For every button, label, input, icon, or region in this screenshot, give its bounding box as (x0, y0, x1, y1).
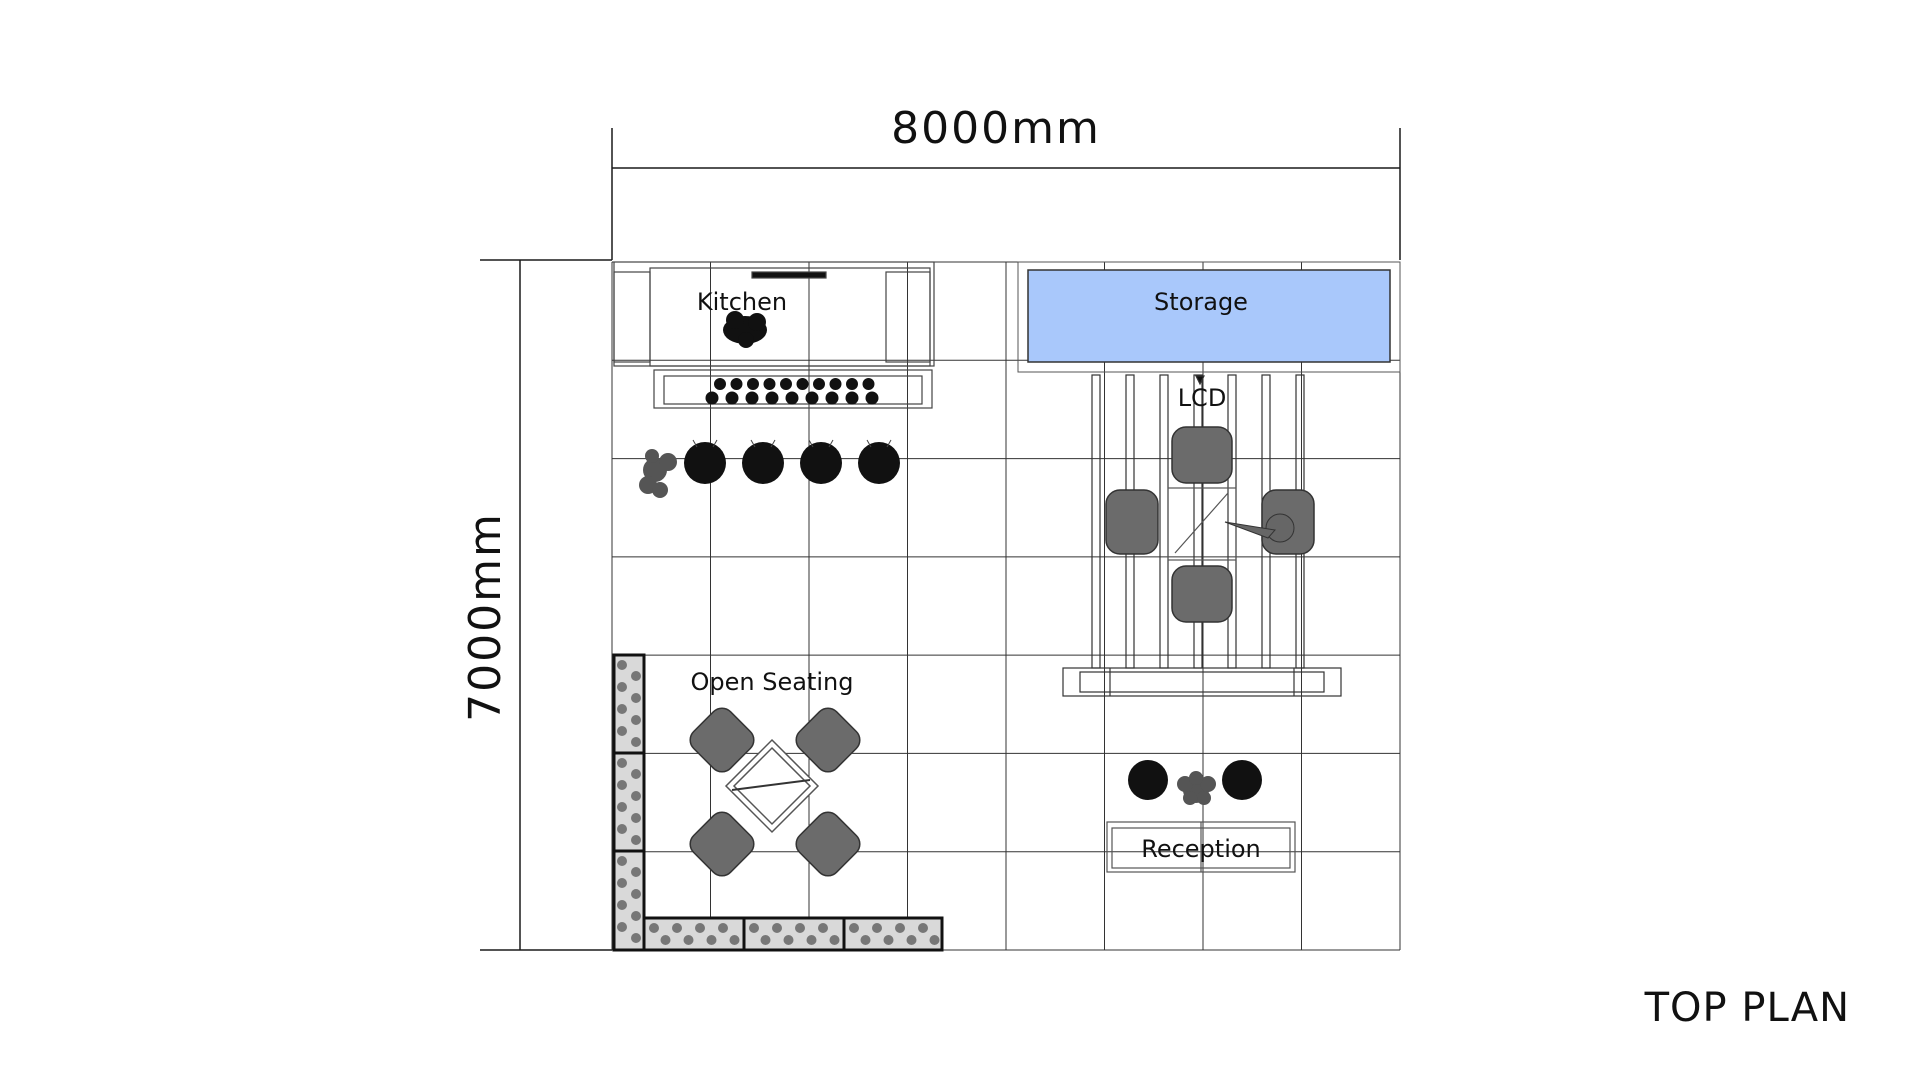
coffee-table (724, 738, 820, 834)
burner (805, 391, 819, 405)
lounge-chairs (689, 707, 861, 877)
lcd-post (1227, 374, 1237, 669)
reception-stools (1128, 760, 1262, 800)
lounge-chair (795, 707, 861, 773)
lounge-chair (689, 811, 755, 877)
burner (763, 378, 776, 390)
plant-icon-bar (639, 449, 677, 498)
burner (714, 378, 726, 390)
lcd-post (1193, 374, 1203, 669)
lcd-post (1159, 374, 1169, 669)
burner (813, 378, 825, 390)
bar-stool-leg (828, 439, 834, 448)
bar-stool-leg (770, 439, 776, 448)
room-label-storage: Storage (1154, 288, 1248, 316)
bar-stool-leg (866, 439, 872, 448)
burner (747, 378, 759, 390)
lcd-bench (1062, 667, 1342, 697)
kitchen-burners (705, 378, 879, 405)
meeting-chair (1171, 426, 1233, 484)
lcd-post (1091, 374, 1101, 669)
room-label-open-seating: Open Seating (691, 668, 854, 696)
plant-icon-reception (1177, 771, 1216, 805)
burner (785, 391, 799, 405)
planter-box (642, 916, 746, 952)
burner (829, 378, 842, 390)
planter-boxes (612, 653, 944, 952)
burner (796, 378, 809, 390)
burner (825, 391, 839, 405)
planter-box (612, 751, 646, 853)
storage-area (1027, 269, 1391, 363)
bar-stool-leg (886, 439, 892, 448)
planter-box (612, 849, 646, 952)
lounge-chair (795, 811, 861, 877)
burner (730, 378, 743, 390)
height-label: 7000mm (460, 512, 511, 722)
bar-stools (684, 439, 900, 484)
bar-stool-leg (712, 439, 718, 448)
storage-frame (1017, 261, 1401, 373)
bar-stool-leg (750, 439, 756, 448)
burner (765, 391, 779, 405)
kitchen-area (613, 261, 935, 409)
planter-box (742, 916, 846, 952)
bar-stool (684, 442, 726, 484)
burner (846, 378, 858, 390)
room-label-lcd: LCD (1178, 384, 1227, 412)
burner (845, 391, 859, 405)
person-icon-meeting (1224, 513, 1295, 543)
width-label: 8000mm (891, 103, 1101, 154)
planter-box (842, 916, 944, 952)
plan-title: TOP PLAN (1644, 985, 1850, 1031)
lcd-marker (1195, 375, 1205, 386)
width-dimension (611, 128, 1401, 260)
room-label-kitchen: Kitchen (697, 288, 787, 316)
kitchen-plant-icon (723, 311, 767, 348)
bar-stool (742, 442, 784, 484)
burner (745, 391, 759, 405)
burner (865, 391, 879, 405)
burner (705, 391, 719, 405)
burner (725, 391, 739, 405)
meeting-chair (1171, 565, 1233, 623)
bar-stool (800, 442, 842, 484)
meeting-chair (1105, 489, 1159, 555)
burner (862, 378, 875, 390)
bar-stool (858, 442, 900, 484)
room-label-reception: Reception (1141, 835, 1261, 863)
bar-stool-leg (692, 439, 698, 448)
reception-desk (1106, 821, 1296, 873)
lounge-chair (689, 707, 755, 773)
planter-box (612, 653, 646, 755)
burner (780, 378, 792, 390)
height-dimension (480, 259, 612, 951)
bar-stool-leg (808, 439, 814, 448)
